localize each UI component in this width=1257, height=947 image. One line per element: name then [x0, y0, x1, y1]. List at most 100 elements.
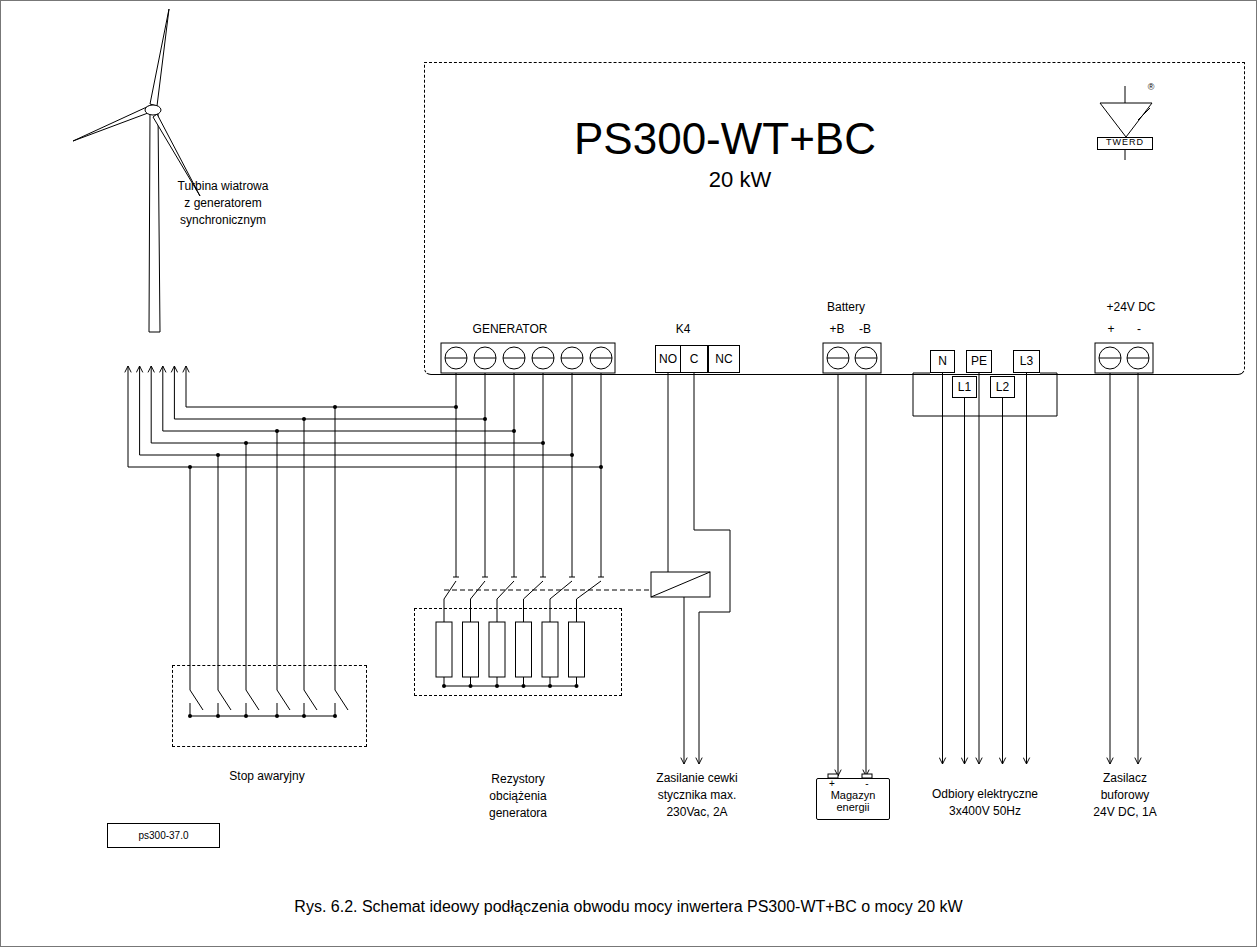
wind-turbine	[149, 112, 160, 332]
stop-wire	[335, 407, 336, 690]
mains-terminal: L2	[990, 376, 1015, 398]
terminal-block	[823, 343, 881, 373]
twerd-logo	[1138, 108, 1150, 120]
screw-terminal	[561, 347, 583, 369]
trademark-sign: ®	[1148, 82, 1155, 93]
generator-phase-wire	[186, 366, 456, 407]
screw-terminal	[1127, 347, 1149, 369]
terminal-block	[1095, 343, 1153, 373]
screw-slot	[561, 358, 583, 359]
generator-phase-wire	[163, 366, 514, 431]
emergency-stop-group: Stop awaryjny	[172, 665, 367, 747]
generator-phase-wire	[151, 366, 543, 443]
mains-terminal: PE	[966, 350, 992, 373]
screw-slot	[1099, 358, 1121, 359]
contact-tick	[540, 577, 546, 578]
resistor-wire	[576, 599, 577, 622]
logo-box: TWERD	[1097, 137, 1153, 150]
node-text: -	[865, 778, 868, 789]
screw-terminal	[532, 347, 554, 369]
generator-phase-wire	[128, 366, 601, 467]
generator-wire	[601, 373, 602, 577]
node-text: Stop awaryjny	[229, 769, 304, 783]
contact-tick	[598, 577, 604, 578]
relay-terminal: C	[680, 345, 708, 373]
switch-blade	[218, 690, 231, 710]
mains-wire	[942, 373, 943, 764]
terminal-outline	[913, 373, 1057, 416]
wind-turbine	[145, 105, 161, 115]
figure-caption: Rys. 6.2. Schemat ideowy podłączenia obw…	[0, 897, 1257, 916]
relay-terminal: NC	[708, 345, 740, 373]
mains-wire	[1026, 373, 1027, 764]
generator-wiring	[128, 366, 603, 690]
switch-blade	[304, 690, 317, 710]
node-text: TWERD	[1106, 137, 1144, 148]
node-text: C	[690, 352, 699, 366]
turbine-label: Turbina wiatrowa z generatorem synchroni…	[173, 178, 273, 229]
node-text: L3	[1020, 354, 1033, 368]
pin-name: +	[1107, 322, 1114, 336]
screw-slot	[503, 358, 525, 359]
screw-terminal	[503, 347, 525, 369]
pin-name: -B	[859, 322, 871, 336]
node-text: ps300-37.0	[138, 830, 188, 842]
terminal-group-label: K4	[676, 322, 691, 336]
switch-blade	[335, 690, 348, 710]
screw-slot	[590, 358, 612, 359]
contact-tick	[482, 577, 488, 578]
resistor-symbol	[489, 622, 505, 677]
coil-supply-wire	[694, 373, 730, 764]
pin-name: +B	[829, 322, 844, 336]
screw-terminal	[827, 347, 849, 369]
screw-terminal	[590, 347, 612, 369]
contact-tick	[453, 577, 459, 578]
node-text: NC	[715, 352, 732, 366]
relay-terminal: NO	[655, 345, 681, 373]
stop-wire	[218, 455, 219, 690]
generator-wire	[514, 373, 515, 577]
switch-blade	[246, 690, 259, 710]
node-text: PS300-WT+BC	[574, 113, 876, 166]
screw-slot	[532, 358, 554, 359]
screw-terminals	[441, 343, 1153, 373]
switch-blade	[190, 690, 203, 710]
terminal-group-label: GENERATOR	[473, 322, 548, 336]
resistor-wire	[523, 599, 524, 622]
contactor-coil-circuit	[651, 373, 730, 764]
output-wiring	[943, 373, 1139, 764]
mains-terminal: L3	[1013, 350, 1040, 373]
node-text: Rezystory obciążenia generatora	[481, 771, 555, 822]
pin-name: -	[1137, 322, 1141, 336]
resistor-wire	[470, 599, 471, 622]
wind-turbine	[73, 106, 149, 141]
wind-turbine	[73, 9, 200, 332]
generator-phase-wire	[174, 366, 485, 419]
resistor-wire	[444, 599, 445, 622]
psu-label: Zasilacz buforowy 24V DC, 1A	[1089, 770, 1161, 821]
resistor-star-bus	[444, 686, 577, 687]
screw-slot	[855, 358, 877, 359]
drawing-id-box: ps300-37.0	[107, 823, 220, 848]
terminal-group-label: Battery	[827, 300, 865, 314]
contact-tick	[511, 577, 517, 578]
screw-slot	[445, 358, 467, 359]
generator-wire	[572, 373, 573, 577]
node-text: 20 kW	[709, 167, 771, 193]
stop-wire	[246, 443, 247, 690]
resistor-symbol	[569, 622, 585, 677]
generator-wire	[485, 373, 486, 577]
emergency-stop-switch	[188, 690, 348, 718]
battery-symbol: +-Magazyn energii	[816, 778, 890, 820]
twerd-logo	[1125, 86, 1126, 103]
short-circuit-bus	[190, 716, 335, 717]
twerd-logo	[1100, 103, 1152, 137]
generator-phase-wire	[140, 366, 572, 455]
node-text: NO	[659, 352, 677, 366]
screw-terminal	[445, 347, 467, 369]
twerd-logo	[1125, 149, 1126, 160]
mains-wire	[964, 398, 965, 764]
node-text: L1	[958, 380, 971, 394]
